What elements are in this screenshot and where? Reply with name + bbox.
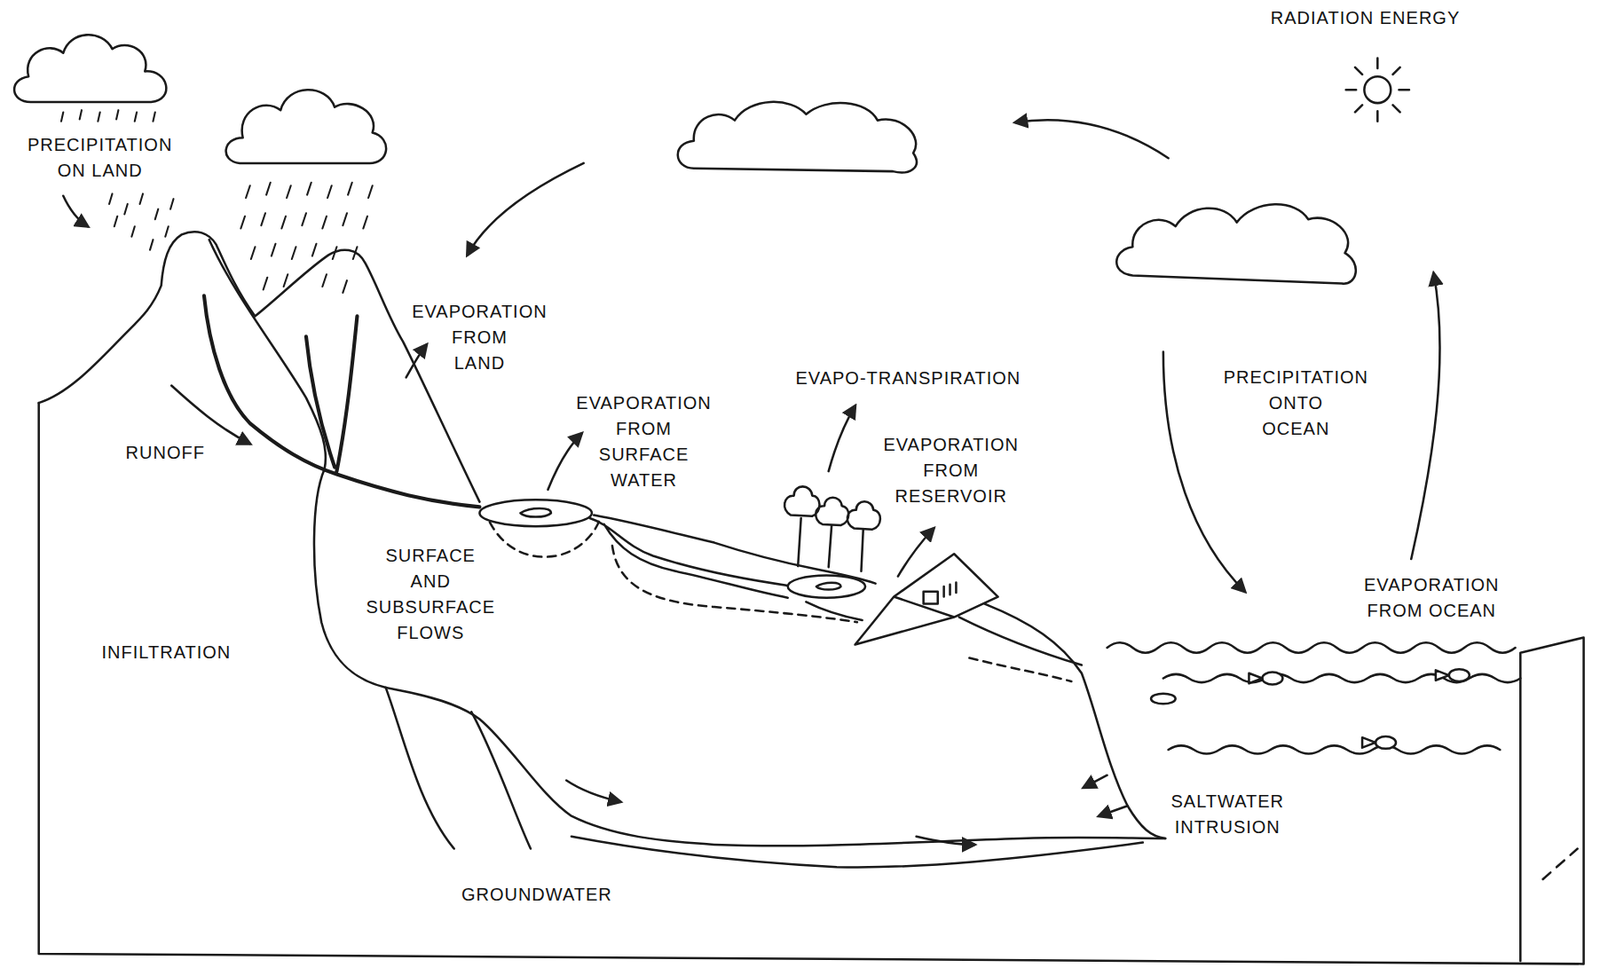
label-line: EVAPORATION	[409, 299, 551, 325]
frame	[39, 402, 1585, 964]
label-line: INTRUSION	[1172, 814, 1284, 841]
label-line: FROM	[920, 457, 982, 484]
flow-arrow	[171, 386, 251, 445]
dam	[855, 553, 1082, 665]
ocean-waves	[1107, 642, 1522, 754]
label-line: SUBSURFACE	[362, 594, 498, 621]
label-line: EVAPORATION	[880, 432, 1022, 458]
label-line: FROM	[449, 324, 511, 351]
cliff-line	[209, 239, 1166, 846]
label-line: PRECIPITATION	[24, 132, 175, 158]
label-text: RUNOFF	[123, 440, 208, 466]
label-line: ONTO	[1266, 390, 1326, 417]
label-line: INFILTRATION	[99, 639, 235, 666]
dam-building	[923, 582, 957, 604]
label-line: EVAPORATION	[573, 390, 715, 417]
label-text: EVAPORATION FROM LAND	[409, 299, 551, 377]
flow-arrow	[566, 780, 621, 802]
label-line: LAND	[451, 350, 508, 377]
label-line: SALTWATER	[1168, 788, 1288, 815]
label-text: PRECIPITATION ON LAND	[24, 132, 175, 184]
frame-dash	[1543, 848, 1578, 879]
label-text: SALTWATER INTRUSION	[1168, 788, 1288, 841]
sun	[1363, 76, 1391, 103]
label-line: FROM	[613, 416, 675, 442]
label-line: AND	[408, 568, 454, 595]
label-line: WATER	[607, 467, 680, 494]
reservoir-detail	[816, 583, 842, 591]
tree-crowns	[784, 486, 881, 529]
reservoir	[788, 575, 866, 598]
label-text: SURFACE AND SUBSURFACE FLOWS	[362, 543, 498, 647]
label-text: EVAPORATION FROM SURFACE WATER	[573, 390, 715, 494]
label-line: ON LAND	[55, 157, 146, 184]
label-line: FROM OCEAN	[1363, 598, 1499, 624]
fish-body	[1449, 669, 1470, 682]
flow-arrow	[1083, 775, 1107, 789]
river	[204, 295, 480, 507]
flow-arrow	[916, 836, 976, 845]
label-text: EVAPORATION FROM OCEAN	[1361, 572, 1503, 624]
aquifer-lines	[386, 687, 1143, 868]
fish-body	[1261, 672, 1283, 686]
label-text: GROUNDWATER	[458, 882, 615, 908]
flow-arrow	[63, 196, 88, 227]
cloud	[677, 102, 917, 174]
fish-tail	[1362, 737, 1376, 748]
label-line: EVAPORATION	[1361, 572, 1503, 599]
label-text: INFILTRATION	[99, 639, 235, 666]
label-line: SURFACE	[383, 543, 479, 569]
label-text: EVAPO-TRANSPIRATION	[792, 365, 1024, 392]
cloud	[14, 34, 166, 103]
surface-water-pond	[479, 499, 592, 527]
label-line: PRECIPITATION	[1221, 364, 1372, 391]
flow-arrow	[1015, 119, 1168, 158]
cloud	[1116, 204, 1356, 284]
flow-arrow	[898, 528, 934, 577]
mountain-outline	[39, 231, 481, 502]
pond-detail	[520, 508, 551, 517]
fish	[1150, 669, 1470, 749]
coastline	[985, 604, 1167, 839]
cloud	[226, 89, 387, 164]
label-line: FLOWS	[394, 620, 467, 647]
label-text: EVAPORATION FROM RESERVOIR	[880, 432, 1022, 510]
label-line: RUNOFF	[123, 440, 208, 466]
label-text: RADIATION ENERGY	[1268, 5, 1463, 32]
flow-arrow	[467, 163, 584, 255]
label-line: GROUNDWATER	[458, 882, 615, 908]
subsurface-flow	[489, 518, 1072, 682]
flow-arrow	[406, 345, 427, 379]
fish-tail	[1248, 673, 1262, 684]
label-text: PRECIPITATION ONTO OCEAN	[1221, 364, 1372, 442]
label-line: RADIATION ENERGY	[1268, 5, 1463, 32]
flow-arrow	[547, 433, 582, 490]
label-line: EVAPO-TRANSPIRATION	[792, 365, 1024, 392]
label-line: SURFACE	[596, 441, 692, 468]
rain	[240, 182, 372, 293]
label-line: OCEAN	[1259, 416, 1333, 442]
fish-body	[1150, 693, 1176, 704]
fish-tail	[1435, 669, 1450, 680]
flow-arrow	[1410, 273, 1440, 560]
flow-arrows	[63, 119, 1440, 845]
flow-arrow	[828, 406, 856, 473]
fish-body	[1375, 736, 1396, 749]
label-line: RESERVOIR	[891, 483, 1009, 510]
sun-rays	[1346, 58, 1410, 122]
surface-flow	[590, 518, 863, 621]
flow-arrow	[1098, 805, 1128, 816]
